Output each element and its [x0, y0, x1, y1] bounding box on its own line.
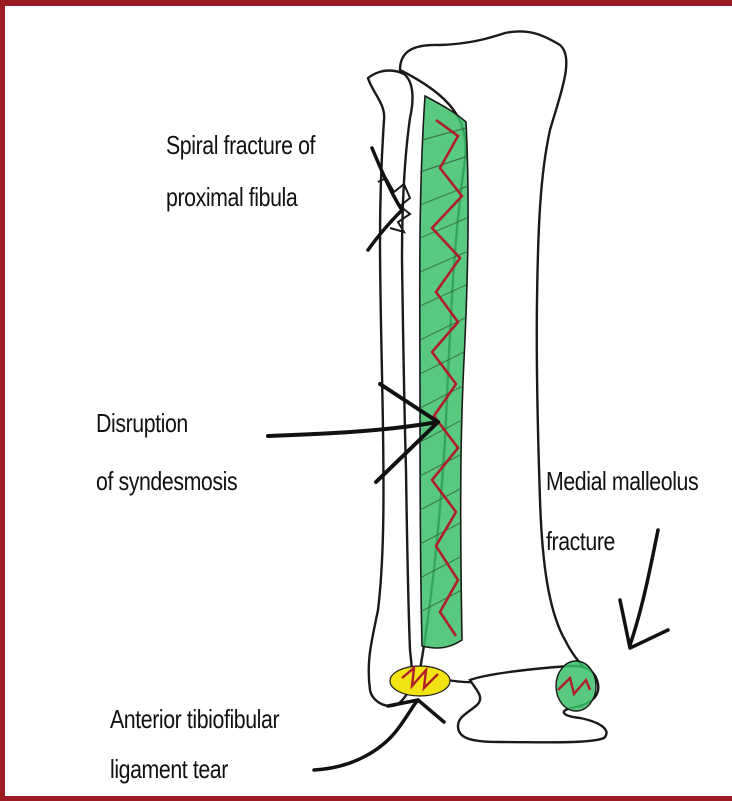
- arrow-medial-shaft: [630, 530, 658, 645]
- label-anterior-line1: Anterior tibiofibular: [110, 700, 279, 738]
- label-disruption-line1: Disruption: [96, 404, 188, 442]
- label-medial-line1: Medial malleolus: [546, 462, 698, 500]
- label-medial-line2: fracture: [546, 522, 615, 560]
- arrow-medial-head: [620, 600, 668, 648]
- label-disruption-line2: of syndesmosis: [96, 462, 237, 500]
- label-spiral-fracture-line2: proximal fibula: [166, 178, 297, 216]
- label-spiral-fracture-line1: Spiral fracture of: [166, 126, 315, 164]
- arrow-ligament-shaft: [314, 700, 418, 770]
- fibula-outline: [368, 71, 412, 707]
- label-anterior-line2: ligament tear: [110, 750, 228, 788]
- ligament-tear-patch: [390, 666, 450, 696]
- arrow-disruption-shaft: [268, 422, 438, 436]
